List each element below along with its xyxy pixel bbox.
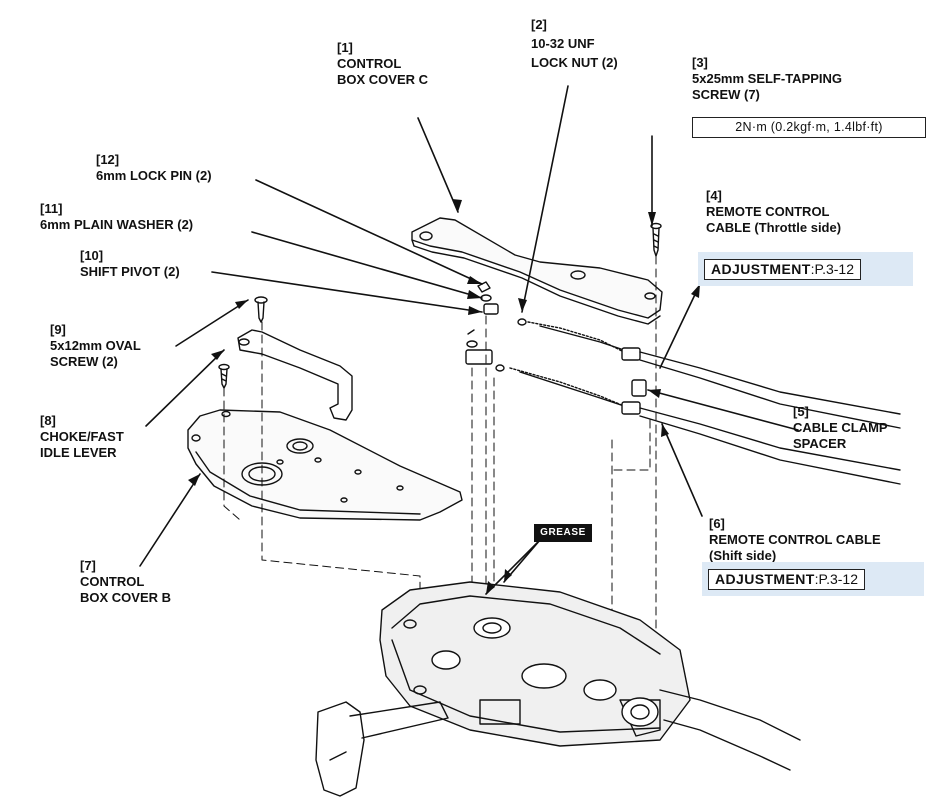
grease-tag: GREASE: [534, 524, 592, 542]
label-shift-cable: [6]REMOTE CONTROL CABLE(Shift side): [709, 516, 881, 563]
cable-clamp-spacer: [631, 379, 647, 397]
adjustment-ref-shift[interactable]: ADJUSTMENT:P.3-12: [708, 569, 866, 590]
control-box-cover-b: [187, 409, 463, 521]
arrowheads: [188, 199, 700, 594]
leader-lines: [139, 85, 799, 595]
label-plain-washer: [11]6mm PLAIN WASHER (2): [40, 201, 194, 232]
choke-fast-idle-lever: [237, 329, 353, 421]
adjustment-ref-throttle[interactable]: ADJUSTMENT:P.3-12: [704, 259, 862, 280]
label-lock-pin: [12]6mm LOCK PIN (2): [96, 152, 212, 183]
alignment-lines: [223, 255, 657, 641]
self-tapping-screw: [650, 222, 662, 257]
oval-screw-2: [218, 363, 230, 389]
shift-cable: [509, 367, 901, 485]
torque-spec: 2N·m (0.2kgf·m, 1.4lbf·ft): [692, 117, 926, 138]
throttle-cable: [527, 321, 901, 429]
control-handle: [315, 701, 449, 797]
control-box-cover-c: [411, 217, 663, 325]
adjustment-panel-shift: ADJUSTMENT:P.3-12: [702, 562, 924, 596]
control-box-housing: [379, 581, 801, 771]
label-shift-pivot: [10]SHIFT PIVOT (2): [80, 248, 180, 279]
oval-screw: [254, 296, 268, 323]
adjustment-panel-throttle: ADJUSTMENT:P.3-12: [698, 252, 913, 286]
